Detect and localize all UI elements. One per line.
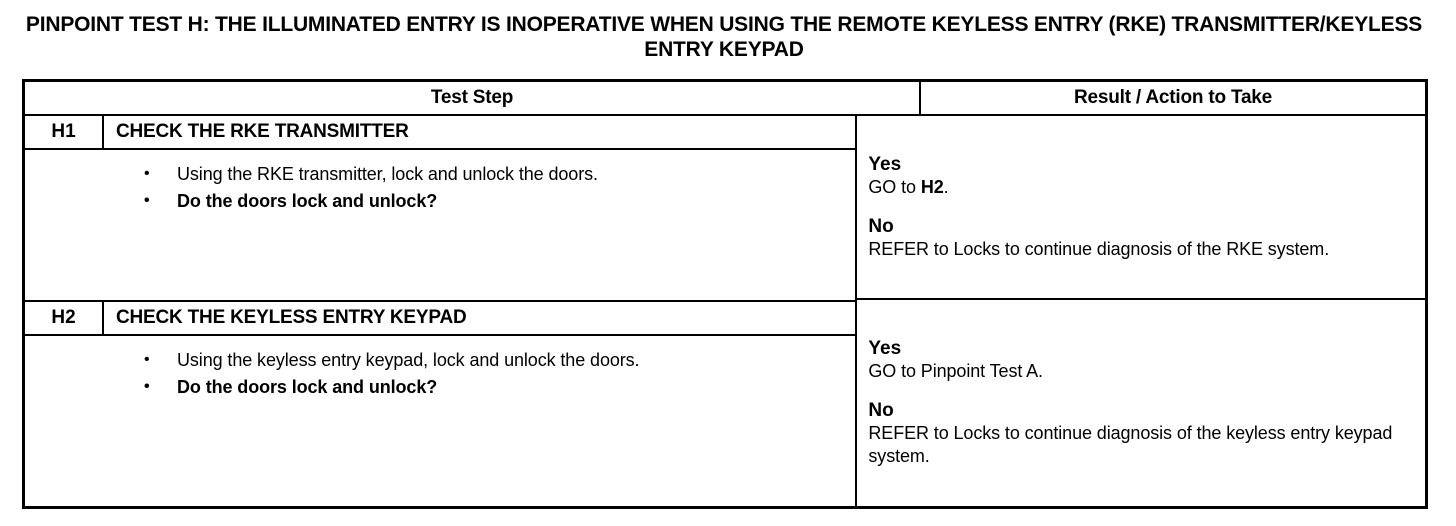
answer-text-reference: H2 (920, 177, 944, 197)
answer-label-no: No (868, 399, 894, 421)
test-step-id-h2: H2 (25, 302, 104, 334)
test-step-block-h1: H1 CHECK THE RKE TRANSMITTER Using the R… (25, 116, 856, 300)
test-step-block-h2: H2 CHECK THE KEYLESS ENTRY KEYPAD Using … (25, 300, 856, 506)
column-header-test-step: Test Step (25, 82, 921, 114)
list-item: Using the RKE transmitter, lock and unlo… (25, 160, 855, 188)
answer-no-h1: No REFER to Locks to continue diagnosis … (868, 215, 1415, 261)
result-block-h2: Yes GO to Pinpoint Test A. No REFER to L… (857, 300, 1425, 504)
answer-label-yes: Yes (868, 154, 902, 175)
answer-yes-h1: Yes GO to H2. (868, 153, 1415, 199)
list-item: Using the keyless entry keypad, lock and… (25, 346, 855, 374)
answer-label-yes: Yes (868, 337, 902, 359)
answer-no-h2: No REFER to Locks to continue diagnosis … (868, 399, 1415, 468)
instruction-list-h1: Using the RKE transmitter, lock and unlo… (25, 160, 855, 215)
instruction-list-h2: Using the keyless entry keypad, lock and… (25, 346, 855, 401)
test-step-column: H1 CHECK THE RKE TRANSMITTER Using the R… (25, 116, 858, 506)
test-step-header-h1: H1 CHECK THE RKE TRANSMITTER (25, 116, 856, 150)
pinpoint-test-table: Test Step Result / Action to Take H1 CHE… (22, 79, 1428, 509)
result-block-h1: Yes GO to H2. No REFER to Locks to conti… (857, 116, 1425, 300)
answer-text-prefix: REFER to Locks to continue diagnosis of … (868, 239, 1330, 259)
answer-text-prefix: REFER to Locks to continue diagnosis of … (868, 422, 1393, 466)
result-action-column: Yes GO to H2. No REFER to Locks to conti… (857, 116, 1425, 506)
test-step-id-h1: H1 (25, 116, 104, 148)
test-step-body-h1: Using the RKE transmitter, lock and unlo… (25, 150, 855, 300)
answer-text-prefix: GO to (868, 177, 921, 197)
test-step-title-h1: CHECK THE RKE TRANSMITTER (116, 121, 409, 142)
table-header-row: Test Step Result / Action to Take (25, 82, 1425, 116)
answer-text-prefix: GO to Pinpoint Test A. (868, 360, 1043, 381)
answer-text-no: REFER to Locks to continue diagnosis of … (868, 422, 1415, 468)
answer-text-suffix: . (943, 177, 949, 197)
list-item: Do the doors lock and unlock? (25, 187, 855, 215)
test-step-body-h2: Using the keyless entry keypad, lock and… (25, 336, 855, 506)
page-title: PINPOINT TEST H: THE ILLUMINATED ENTRY I… (25, 13, 1423, 61)
answer-yes-h2: Yes GO to Pinpoint Test A. (868, 337, 1415, 383)
answer-text-yes: GO to Pinpoint Test A. (868, 360, 1415, 383)
answer-text-yes: GO to H2. (868, 176, 1415, 199)
table-body: H1 CHECK THE RKE TRANSMITTER Using the R… (25, 116, 1425, 506)
answer-label-no: No (868, 216, 894, 237)
test-step-title-h2: CHECK THE KEYLESS ENTRY KEYPAD (116, 307, 467, 328)
list-item: Do the doors lock and unlock? (25, 373, 855, 401)
test-step-header-h2: H2 CHECK THE KEYLESS ENTRY KEYPAD (25, 302, 856, 336)
answer-text-no: REFER to Locks to continue diagnosis of … (868, 238, 1415, 261)
column-header-result-action: Result / Action to Take (1073, 87, 1273, 108)
